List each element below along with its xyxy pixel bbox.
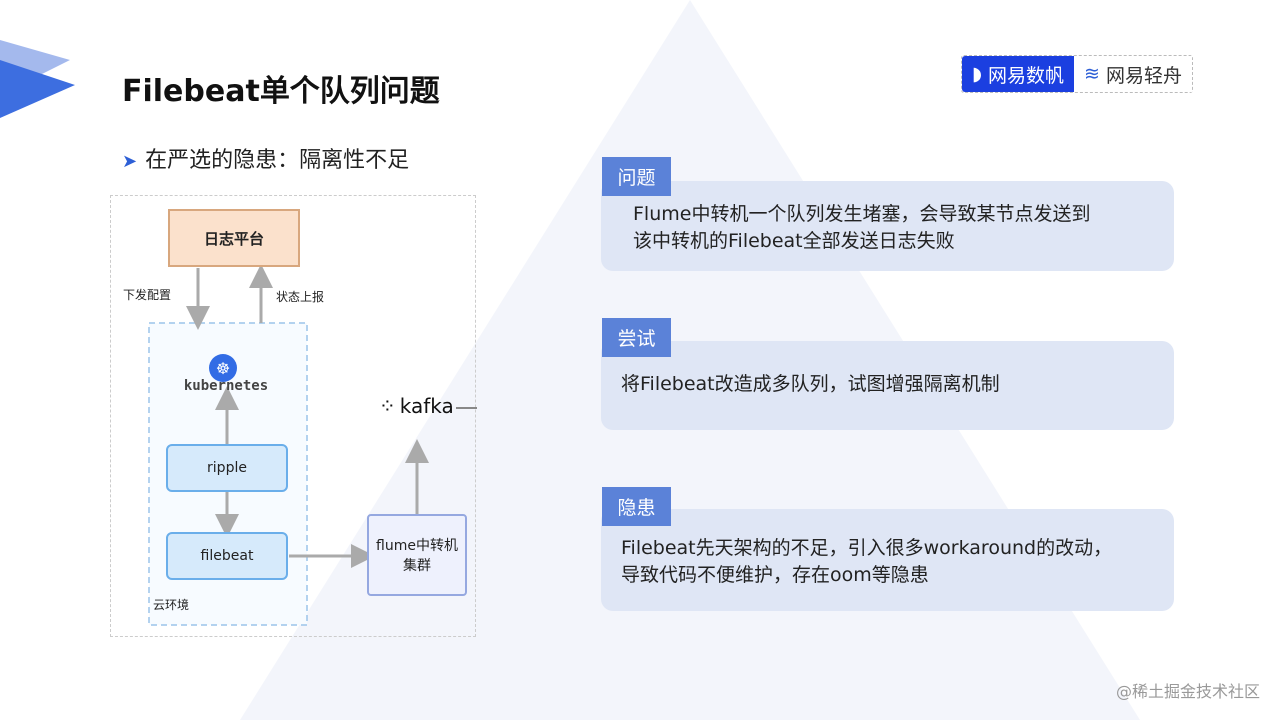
bullet-text: 在严选的隐患：隔离性不足 <box>145 148 410 173</box>
status-report-label: 状态上报 <box>276 290 325 304</box>
attempt-text: 将Filebeat改造成多队列，试图增强隔离机制 <box>621 373 1000 395</box>
cloud-env-label: 云环境 <box>153 598 190 612</box>
kubernetes-icon: ☸ <box>209 354 237 382</box>
flume-line1: flume中转机 <box>376 538 458 554</box>
kafka-label: kafka <box>399 394 454 418</box>
bullet-point: ➤ 在严选的隐患：隔离性不足 <box>122 142 409 174</box>
attempt-tab: 尝试 <box>602 318 671 357</box>
risk-tab: 隐患 <box>602 487 671 526</box>
risk-card: Filebeat先天架构的不足，引入很多workaround的改动， 导致代码不便… <box>601 509 1174 611</box>
down-config-label: 下发配置 <box>123 288 172 302</box>
filebeat-box: filebeat <box>166 532 288 580</box>
attempt-card: 将Filebeat改造成多队列，试图增强隔离机制 <box>601 341 1174 430</box>
risk-text-line2: 导致代码不便维护，存在oom等隐患 <box>621 563 929 586</box>
architecture-diagram: 日志平台 下发配置 状态上报 ☸ kubernetes ripple fileb… <box>110 195 477 637</box>
netease-qingzhou-logo-icon: ≋ <box>1084 63 1100 85</box>
risk-text-line1: Filebeat先天架构的不足，引入很多workaround的改动， <box>621 537 1113 559</box>
problem-text-line1: Flume中转机一个队列发生堵塞，会导致某节点发送到 <box>633 203 1091 225</box>
problem-tab: 问题 <box>602 157 671 196</box>
log-platform-box: 日志平台 <box>168 209 300 267</box>
page-title: Filebeat单个队列问题 <box>122 74 440 109</box>
logo-right-text: 网易轻舟 <box>1105 64 1182 87</box>
kafka-icon: ⁘ <box>379 394 396 418</box>
logo-left-text: 网易数帆 <box>988 64 1065 87</box>
watermark: @稀土掘金技术社区 <box>1115 682 1260 701</box>
brand-logo: ◗网易数帆 ≋网易轻舟 <box>961 55 1193 93</box>
kafka-logo: ⁘kafka <box>379 394 454 418</box>
arrow-bullet-icon: ➤ <box>122 151 138 172</box>
problem-text-line2: 该中转机的Filebeat全部发送日志失败 <box>633 229 955 252</box>
netease-shufan-logo-icon: ◗ <box>972 63 983 85</box>
flume-cluster-box: flume中转机集群 <box>367 514 467 596</box>
kubernetes-label: kubernetes <box>183 378 269 394</box>
problem-card: Flume中转机一个队列发生堵塞，会导致某节点发送到该中转机的Filebeat全… <box>601 181 1174 271</box>
ripple-box: ripple <box>166 444 288 492</box>
flume-line2: 集群 <box>403 558 431 574</box>
